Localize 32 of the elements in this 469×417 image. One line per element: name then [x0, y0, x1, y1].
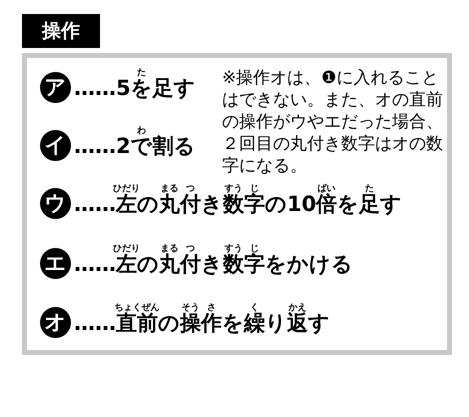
furigana: そう — [182, 304, 200, 313]
furigana: く — [250, 304, 259, 313]
letter-circle: エ — [40, 248, 71, 279]
furigana: ひだり — [113, 245, 140, 254]
letter-circle: オ — [40, 307, 71, 338]
furigana: ひだり — [113, 185, 140, 194]
furigana: すう — [224, 245, 242, 254]
operation-text: ……左の丸付き数字をかける — [74, 252, 353, 276]
furigana: わ — [137, 127, 146, 136]
frame-box — [22, 53, 452, 355]
operation-text: ……2で割る — [74, 134, 196, 158]
furigana: まる — [160, 245, 178, 254]
furigana: さ — [207, 304, 216, 313]
furigana: じ — [250, 185, 259, 194]
furigana: ちょくぜん — [114, 304, 160, 313]
letter-circle: ア — [40, 72, 71, 103]
furigana: じ — [250, 245, 259, 254]
operation-text: ……直前の操作を繰り返す — [74, 311, 330, 335]
operation-text: ……左の丸付き数字の10倍を足す — [74, 192, 402, 216]
note-text: ※操作オは、❶に入れることはできない。また、オの直前の操作がウやエだった場合、２回目の丸付き数字はオの数字になる。 — [222, 67, 444, 177]
letter-circle: ウ — [40, 188, 71, 219]
furigana: た — [365, 185, 374, 194]
furigana: まる — [160, 185, 178, 194]
furigana: つ — [186, 245, 195, 254]
operation-text: ……5を足す — [74, 76, 196, 100]
letter-circle: イ — [40, 130, 71, 161]
furigana: つ — [186, 185, 195, 194]
furigana: ばい — [318, 185, 336, 194]
title-tab: 操作 — [22, 14, 100, 48]
furigana: すう — [224, 185, 242, 194]
furigana: た — [137, 69, 146, 78]
furigana: かえ — [288, 304, 306, 313]
